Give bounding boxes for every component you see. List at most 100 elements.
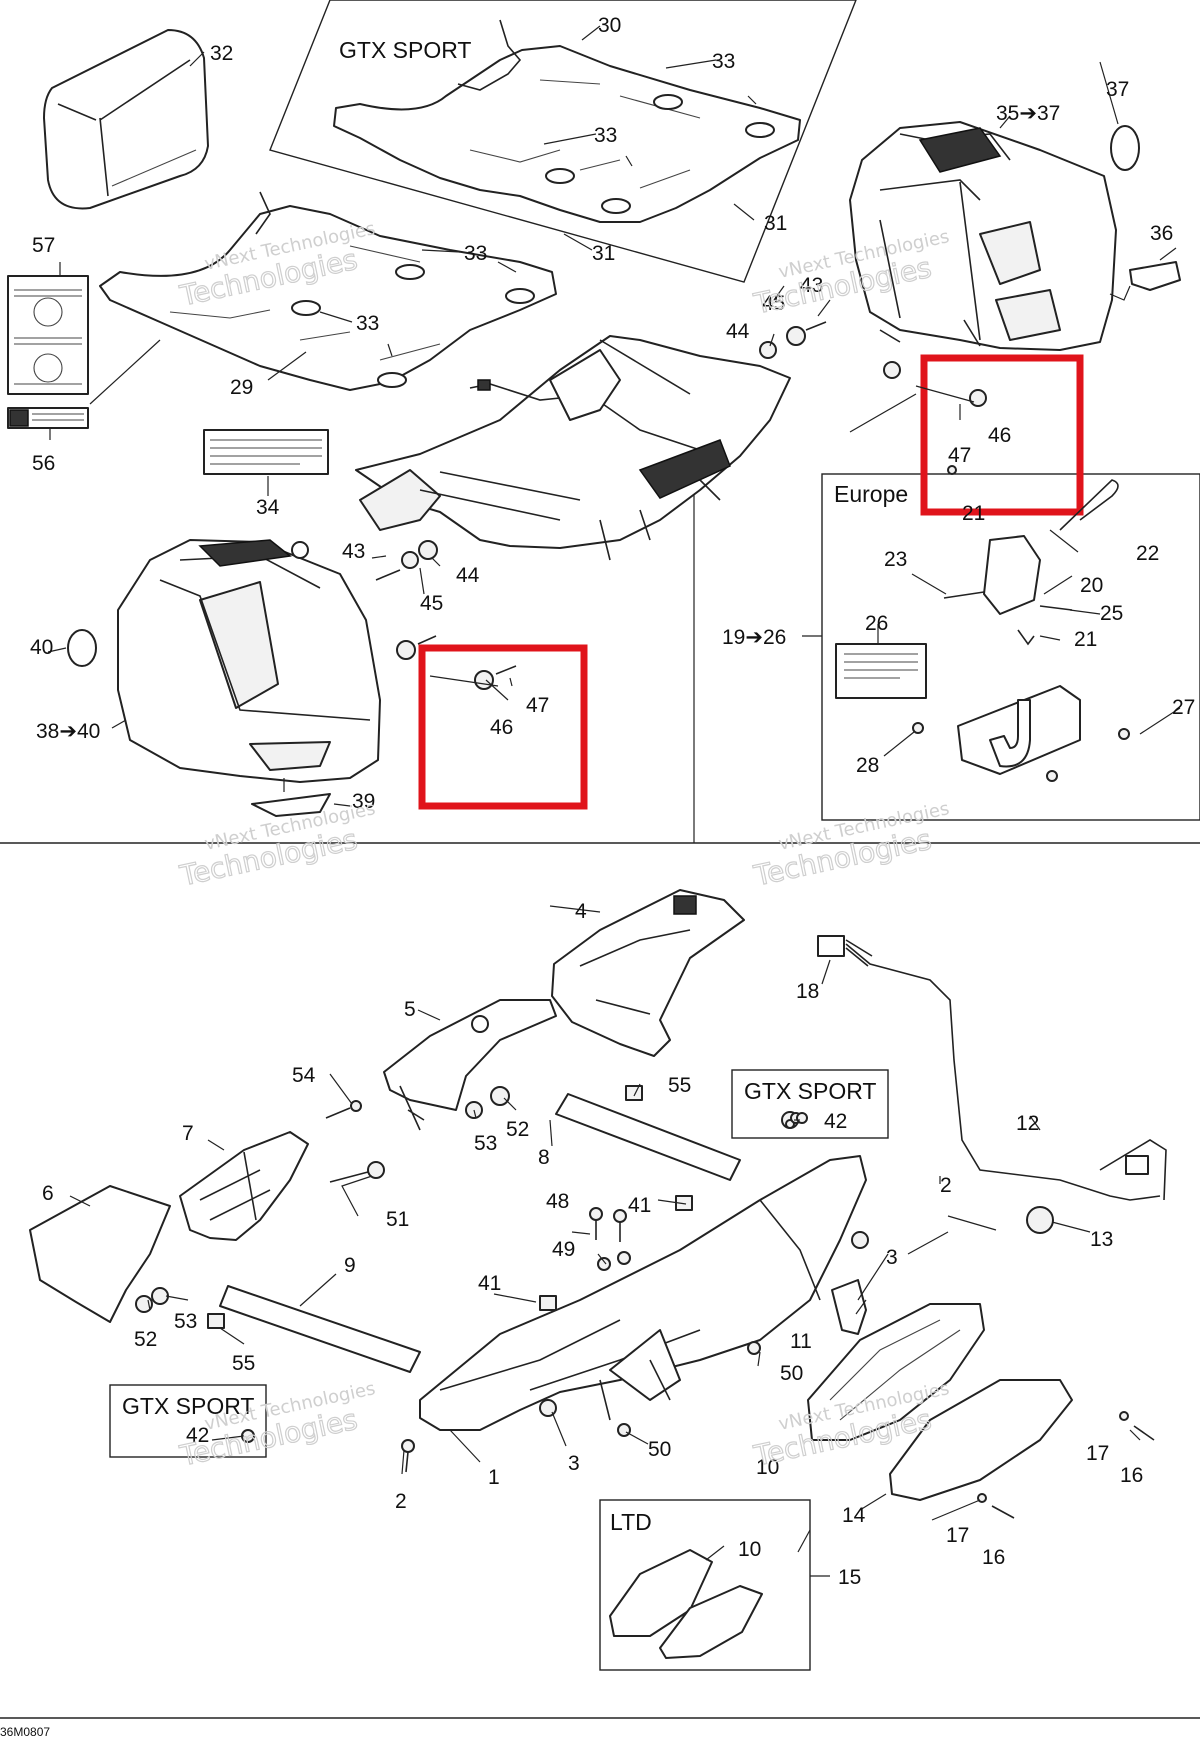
part-7-bracket — [179, 1131, 309, 1241]
part-label-p23: 23 — [884, 548, 907, 571]
part-label-p13: 13 — [1090, 1228, 1113, 1251]
part-9-rail — [219, 1285, 421, 1373]
part-label-p47b: 47 — [948, 444, 971, 467]
part-label-p1: 1 — [488, 1466, 500, 1489]
part-5-bracket — [383, 999, 557, 1131]
part-6-cover — [29, 1185, 171, 1323]
part-label-p46a: 46 — [490, 716, 513, 739]
europe-parts — [835, 479, 1130, 782]
label-gtx-sport-mid: GTX SPORT — [744, 1078, 877, 1104]
part-11-bracket — [831, 1279, 867, 1335]
part-label-p51: 51 — [386, 1208, 409, 1231]
part-label-p16b: 16 — [982, 1546, 1005, 1569]
part-label-p33d: 33 — [356, 312, 379, 335]
part-label-p40: 40 — [30, 636, 53, 659]
part-label-p10b: 10 — [756, 1456, 779, 1479]
footer-code: 36M0807 — [0, 1725, 50, 1739]
part-label-p49: 49 — [552, 1238, 575, 1261]
part-1-main-frame — [419, 1155, 867, 1431]
central-rack-frame — [355, 335, 791, 561]
label-europe: Europe — [834, 481, 908, 507]
part-label-p4: 4 — [575, 900, 587, 923]
part-label-p41b: 41 — [478, 1272, 501, 1295]
part-label-p27: 27 — [1172, 696, 1195, 719]
label-gtx-sport-top: GTX SPORT — [339, 37, 472, 63]
part-label-p46b: 46 — [988, 424, 1011, 447]
part-label-p45b: 45 — [762, 292, 785, 315]
part-4-light-housing — [551, 889, 745, 1057]
ltd-box — [599, 1499, 811, 1671]
part-18-12-harness — [817, 935, 1167, 1201]
part-label-p44b: 44 — [726, 320, 750, 343]
leader-lines — [47, 25, 1181, 1561]
part-label-p42b: 42 — [186, 1424, 209, 1447]
part-label-p2b: 2 — [395, 1490, 407, 1513]
part-label-p22: 22 — [1136, 542, 1159, 565]
part-label-p21a: 21 — [962, 502, 985, 525]
part-label-p33a: 33 — [712, 50, 735, 73]
part-label-p12: 12 — [1016, 1112, 1039, 1135]
part-label-p25: 25 — [1100, 602, 1123, 625]
part-label-p55a: 55 — [668, 1074, 691, 1097]
part-label-p44a: 44 — [456, 564, 480, 587]
part-label-p2a: 2 — [940, 1174, 952, 1197]
part-label-p55b: 55 — [232, 1352, 255, 1375]
part-label-p32: 32 — [210, 42, 233, 65]
part-label-p52b: 52 — [134, 1328, 157, 1351]
part-label-p20: 20 — [1080, 574, 1103, 597]
part-8-rail — [555, 1093, 741, 1181]
gtx-sport-panel-outline — [269, 0, 857, 283]
label-ltd: LTD — [610, 1509, 652, 1535]
part-label-p9: 9 — [344, 1254, 356, 1277]
part-label-p52a: 52 — [506, 1118, 529, 1141]
part-label-p53b: 53 — [174, 1310, 197, 1333]
part-label-p34: 34 — [256, 496, 280, 519]
part-label-p14: 14 — [842, 1504, 866, 1527]
part-label-p11: 11 — [790, 1330, 812, 1353]
ltd-lens-14 — [659, 1585, 763, 1659]
part-label-p48: 48 — [546, 1190, 569, 1213]
part-32-cover — [43, 29, 209, 210]
part-label-p15: 15 — [838, 1566, 861, 1589]
part-label-p31b: 31 — [592, 242, 615, 265]
part-36-pad — [1129, 261, 1181, 291]
part-label-p8: 8 — [538, 1146, 550, 1169]
part-30-rack-plate — [333, 19, 801, 223]
part-label-p10a: 10 — [738, 1538, 761, 1561]
part-label-p36: 36 — [1150, 222, 1173, 245]
part-label-p33b: 33 — [594, 124, 617, 147]
part-label-p45a: 45 — [420, 592, 443, 615]
highlight-box-46-47-right — [920, 354, 1084, 516]
part-label-p54: 54 — [292, 1064, 316, 1087]
part-label-p5: 5 — [404, 998, 416, 1021]
part-label-p37: 37 — [1106, 78, 1129, 101]
part-label-p56: 56 — [32, 452, 55, 475]
part-34-decal — [203, 429, 329, 475]
part-label-p26: 26 — [865, 612, 888, 635]
part-37-disc — [1110, 125, 1140, 171]
part-39-pad — [251, 793, 331, 817]
europe-box — [821, 473, 1200, 821]
part-label-p6: 6 — [42, 1182, 54, 1205]
part-label-p43b: 43 — [800, 274, 823, 297]
part-label-p47a: 47 — [526, 694, 549, 717]
part-label-p18: 18 — [796, 980, 819, 1003]
part-label-p21b: 21 — [1074, 628, 1097, 651]
part-label-p42a: 42 — [824, 1110, 847, 1133]
part-10-light — [807, 1303, 985, 1441]
ltd-light-10 — [609, 1549, 713, 1637]
part-label-p19: 19➔26 — [722, 626, 786, 649]
label-gtx-sport-bottom: GTX SPORT — [122, 1393, 255, 1419]
part-29-rack-plate — [99, 191, 557, 391]
part-56-decal — [7, 407, 89, 429]
part-40-disc — [67, 629, 97, 667]
part-label-p17b: 17 — [946, 1524, 969, 1547]
part-label-p29: 29 — [230, 376, 253, 399]
hardware-bottom — [135, 1085, 1155, 1519]
part-14-lens — [889, 1379, 1073, 1501]
part-38-left-case — [117, 539, 381, 783]
section-labels: GTX SPORT Europe GTX SPORT GTX SPORT LTD — [122, 37, 908, 1535]
part-label-p53a: 53 — [474, 1132, 497, 1155]
